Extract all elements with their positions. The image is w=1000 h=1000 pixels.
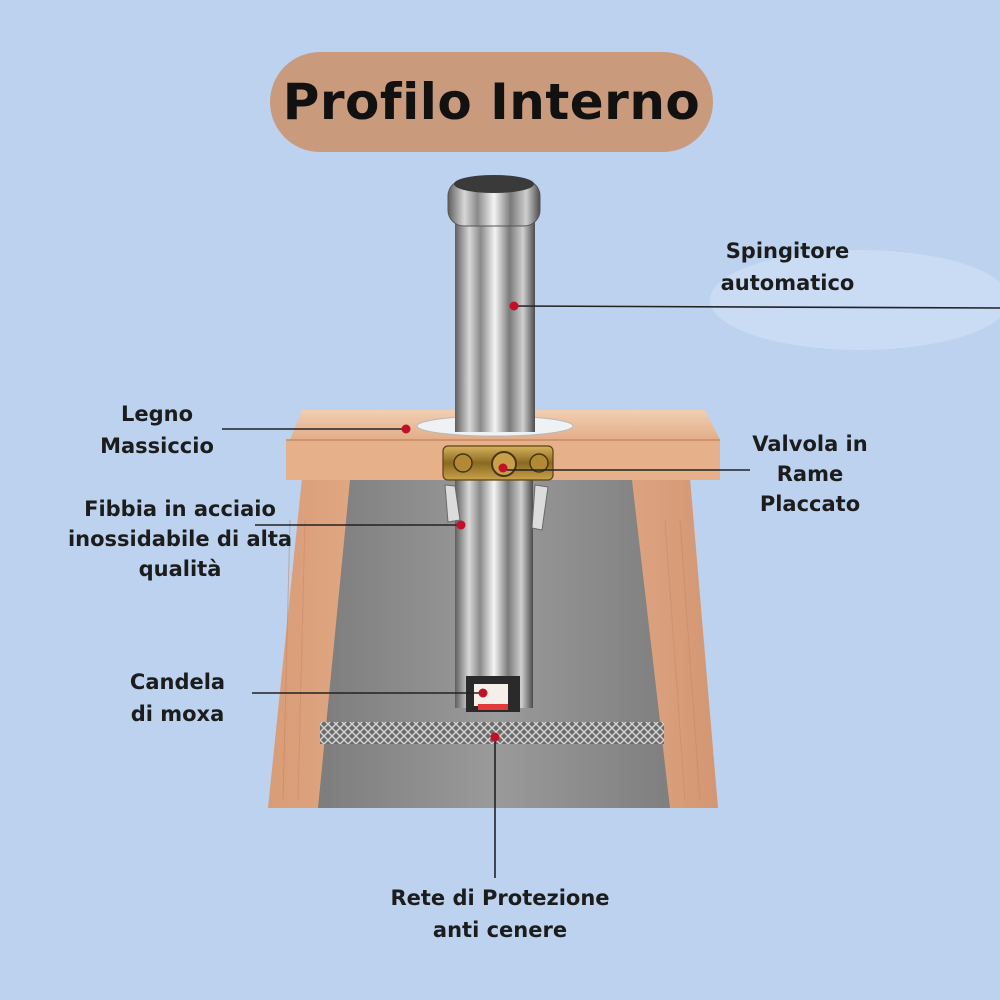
leader-pusher: [513, 305, 1000, 309]
holder-tube: [455, 480, 533, 708]
label-ash-net: Rete di Protezione anti cenere: [380, 882, 620, 946]
label-line: Legno: [120, 402, 194, 426]
wood-grain: [664, 519, 686, 801]
label-line: Massiccio: [100, 434, 214, 458]
steel-buckle-clip-right: [531, 484, 549, 531]
wood-grain: [679, 519, 701, 801]
label-line: Rete di Protezione: [390, 886, 610, 910]
label-line: Fibbia in acciaio: [84, 497, 276, 521]
label-line: qualità: [138, 557, 222, 581]
marker-valve: [498, 463, 508, 473]
pusher-tube: [455, 200, 535, 432]
marker-wood: [401, 424, 411, 434]
label-line: Spingitore: [725, 239, 850, 263]
valve-screw-right: [529, 453, 549, 473]
marker-pusher: [509, 301, 519, 311]
label-moxa-candle: Candela di moxa: [110, 666, 245, 730]
label-automatic-pusher: Spingitore automatico: [700, 235, 875, 299]
wood-grain: [282, 519, 291, 801]
label-line: Valvola in: [752, 432, 868, 456]
copper-valve: [442, 445, 554, 481]
leader-lines: [222, 305, 1000, 878]
background-glow: [710, 250, 1000, 350]
valve-screw-left: [453, 453, 473, 473]
label-steel-buckle: Fibbia in acciaio inossidabile di alta q…: [60, 494, 300, 584]
moxa-ember: [478, 704, 508, 710]
marker-net: [490, 732, 500, 742]
pusher-cap-top: [454, 175, 534, 193]
title-pill: Profilo Interno: [270, 52, 713, 152]
label-solid-wood: Legno Massiccio: [92, 398, 222, 462]
label-copper-valve: Valvola in Rame Placcato: [735, 429, 885, 519]
moxa-holder-tube: [444, 480, 549, 712]
wood-grain: [297, 519, 306, 801]
label-line: Candela: [129, 670, 226, 694]
label-line: di moxa: [130, 702, 225, 726]
markers: [401, 301, 519, 742]
label-line: anti cenere: [432, 918, 568, 942]
page-title: Profilo Interno: [282, 73, 701, 131]
marker-buckle: [456, 520, 466, 530]
marker-moxa: [478, 688, 488, 698]
label-line: automatico: [720, 271, 855, 295]
label-line: inossidabile di alta: [67, 527, 293, 551]
automatic-pusher: [447, 175, 541, 432]
ash-protection-mesh: [320, 722, 664, 744]
label-line: Placcato: [759, 492, 861, 516]
steel-buckle-clip: [444, 484, 461, 523]
label-line: Rame: [776, 462, 844, 486]
